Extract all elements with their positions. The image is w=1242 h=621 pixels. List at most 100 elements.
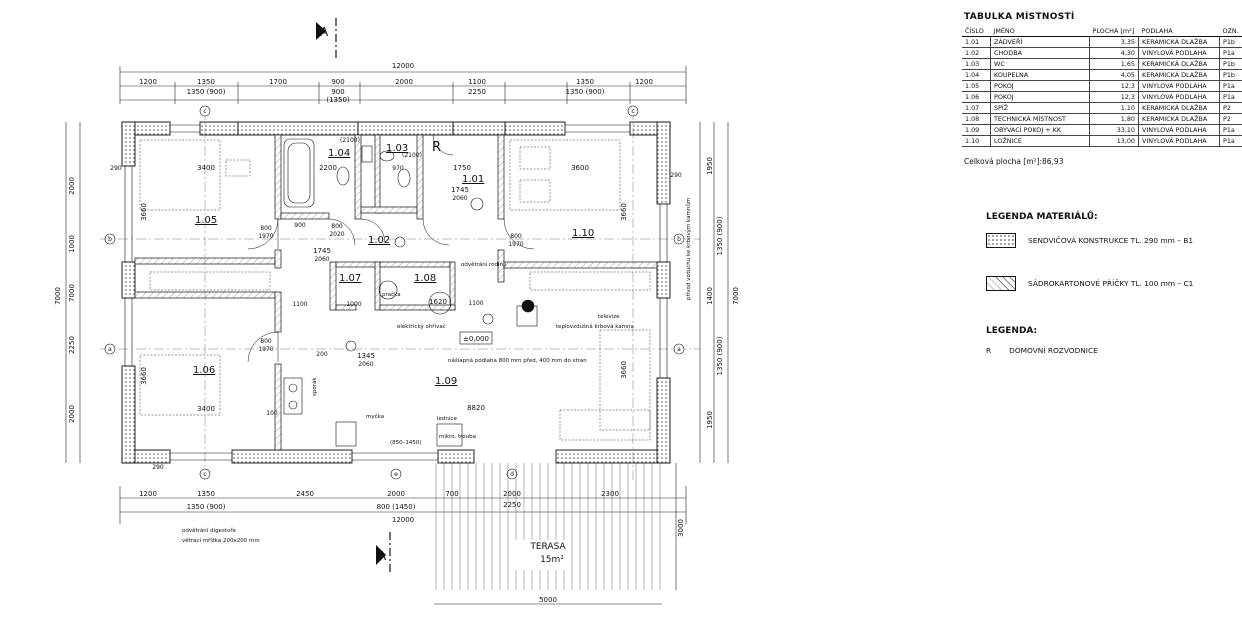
inner-dim: 200 <box>316 351 328 358</box>
axis-label: b <box>108 236 112 243</box>
bottom-dim-2: 800 (1450) <box>377 503 416 511</box>
top-dim-2: 2250 <box>468 88 486 96</box>
room-table-cell: 1,65 <box>1089 58 1139 70</box>
axis-label: a <box>108 346 112 353</box>
right-dim: 1400 <box>706 287 714 305</box>
door-dim: 2020 <box>329 231 344 238</box>
inner-dim: 1100 <box>468 300 483 307</box>
material-label: SENDVIČOVÁ KONSTRUKCE TL. 290 mm – B1 <box>1028 236 1194 245</box>
room-table-cell: KERAMICKÁ DLAŽBA <box>1138 36 1220 48</box>
room-label-1.01: 1.01 <box>462 174 484 185</box>
room-table-title: TABULKA MÍSTNOSTÍ <box>964 12 1075 22</box>
room-table-cell: P1a <box>1218 124 1242 136</box>
inner-dim: 3660 <box>140 367 148 385</box>
wall-dim: 290 <box>110 165 122 172</box>
room-table-cell: 1.08 <box>962 113 991 125</box>
bottom-dim: 1350 <box>197 490 215 498</box>
room-table-cell: ZÁDVEŘÍ <box>990 36 1090 48</box>
section-label: A <box>320 25 329 39</box>
total-area: Celková plocha [m²]:86,93 <box>964 157 1063 166</box>
right-dim: 1950 <box>706 411 714 429</box>
top-dim: 1350 <box>197 78 215 86</box>
material-label: SÁDROKARTONOVÉ PŘÍČKY TL. 100 mm – C1 <box>1028 279 1194 288</box>
room-table-cell: 1.02 <box>962 47 991 59</box>
room-table-cell: 1.04 <box>962 69 991 81</box>
room-table-cell: P1b <box>1218 58 1242 70</box>
room-table-header: ČÍSLO JMÉNO PLOCHA [m²] PODLAHA OZN. <box>962 26 1242 37</box>
room-label-1.05: 1.05 <box>195 215 217 226</box>
distribution-board-symbol: R <box>432 140 441 155</box>
room-table-cell: CHODBA <box>990 47 1090 59</box>
note-pracka: pračka <box>382 291 401 298</box>
top-dim: 2000 <box>395 78 413 86</box>
top-dim: 1200 <box>635 78 653 86</box>
axis-label: d <box>510 471 514 478</box>
room-table-cell: 4,05 <box>1089 69 1139 81</box>
left-dim: 2000 <box>68 177 76 195</box>
room-table-cell: P1b <box>1218 69 1242 81</box>
room-table: ČÍSLO JMÉNO PLOCHA [m²] PODLAHA OZN. 1.0… <box>962 26 1242 147</box>
top-dim: 1350 <box>576 78 594 86</box>
inner-dim: 1745 <box>451 186 469 194</box>
left-total-dim: 7000 <box>54 287 62 305</box>
note-odvetrani: odvětrání rodinu <box>461 261 507 268</box>
wall-dim: 290 <box>152 464 164 471</box>
door-dim: 1970 <box>258 346 273 353</box>
inner-dim: 3660 <box>620 203 628 221</box>
inner-dim: 2060 <box>452 195 467 202</box>
room-table-cell: TECHNICKÁ MÍSTNOST <box>990 113 1090 125</box>
room-table-cell: WC <box>990 58 1090 70</box>
room-table-cell: OBÝVACÍ POKOJ + KK <box>990 124 1090 136</box>
top-dim-2: (1350) <box>326 96 350 104</box>
room-table-cell: 33,10 <box>1089 124 1139 136</box>
bottom-dim: 2000 <box>503 490 521 498</box>
inner-dim: 3660 <box>140 203 148 221</box>
axis-bubbles <box>104 105 685 480</box>
sandwich-pattern-swatch <box>986 233 1016 248</box>
note-televize: televize <box>598 314 620 320</box>
room-table-cell: 1.01 <box>962 36 991 48</box>
door-dim: 800 <box>260 225 272 232</box>
bottom-dimensions <box>119 486 687 524</box>
room-table-cell: KERAMICKÁ DLAŽBA <box>1138 58 1220 70</box>
legend-panel: TABULKA MÍSTNOSTÍ ČÍSLO JMÉNO PLOCHA [m²… <box>958 0 1242 621</box>
door-dim: 800 <box>260 338 272 345</box>
room-table-cell: P2 <box>1218 113 1242 125</box>
exterior-walls <box>121 121 671 464</box>
legend-title: LEGENDA: <box>986 326 1038 336</box>
material-legend-item: SENDVIČOVÁ KONSTRUKCE TL. 290 mm – B1 <box>986 233 1193 248</box>
bottom-dim-2: 2250 <box>503 501 521 509</box>
elevation-box <box>459 331 493 345</box>
side-dimensions <box>65 122 729 463</box>
room-table-cell: LOŽNICE <box>990 135 1090 147</box>
legend-symbol: R <box>986 346 992 355</box>
inner-dim: 3400 <box>197 164 215 172</box>
room-table-cell: KOUPELNA <box>990 69 1090 81</box>
room-table-cell: 1.05 <box>962 80 991 92</box>
col-header: JMÉNO <box>990 26 1090 37</box>
note-privod: přívod vzduchu ke krbovým kamnům <box>685 198 692 300</box>
inner-dim: 1100 <box>292 301 307 308</box>
axis-label: e <box>394 471 398 478</box>
room-table-cell: VINYLOVÁ PODLAHA <box>1138 135 1220 147</box>
inner-dim: (2100) <box>402 152 422 159</box>
total-area-label: Celková plocha [m²]: <box>964 157 1042 166</box>
section-label: A <box>378 549 387 563</box>
note-ohrivac: elektrický ohřívač <box>397 323 446 330</box>
left-dim: 1000 <box>68 235 76 253</box>
top-dim: 1700 <box>269 78 287 86</box>
room-table-cell: 1.10 <box>962 135 991 147</box>
note-mrizka: větrací mřížka 200x200 mm <box>182 537 260 544</box>
top-dim: 1200 <box>139 78 157 86</box>
room-table-cell: KERAMICKÁ DLAŽBA <box>1138 69 1220 81</box>
door-dim: 1970 <box>508 241 523 248</box>
room-table-cell: 1.09 <box>962 124 991 136</box>
right-dim: 1350 (900) <box>716 336 724 375</box>
top-dim-2: 900 <box>331 88 344 96</box>
right-dim: 1350 (900) <box>716 216 724 255</box>
